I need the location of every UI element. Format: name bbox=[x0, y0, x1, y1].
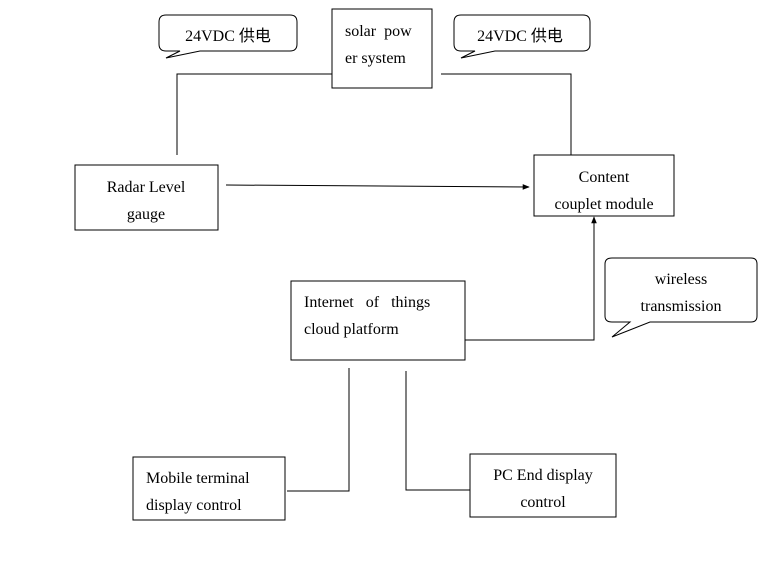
power-line-left bbox=[176, 73, 332, 155]
node-module-line1: Content bbox=[579, 169, 630, 186]
node-radar-level-gauge: Radar Level gauge bbox=[74, 164, 219, 231]
node-pc-line1: PC End display bbox=[493, 467, 593, 484]
node-module-line2: couplet module bbox=[554, 196, 653, 213]
line-iot-to-mobile bbox=[287, 368, 350, 492]
node-radar-line2: gauge bbox=[127, 206, 165, 223]
node-mobile-terminal: Mobile terminal display control bbox=[132, 456, 286, 521]
node-pc-end-display: PC End display control bbox=[469, 453, 617, 518]
callout-wireless: wireless transmission bbox=[604, 257, 758, 338]
node-content-couplet-module: Content couplet module bbox=[533, 154, 675, 217]
node-solar-power-system: solar pow er system bbox=[331, 8, 433, 89]
callout-power-left-text: 24VDC 供电 bbox=[185, 27, 271, 45]
node-iot-cloud-platform: Internet of things cloud platform bbox=[290, 280, 466, 361]
callout-power-right: 24VDC 供电 bbox=[453, 14, 591, 59]
node-mobile-line2: display control bbox=[146, 497, 242, 514]
node-mobile-line1: Mobile terminal bbox=[146, 470, 250, 487]
callout-wireless-line2: transmission bbox=[641, 298, 722, 315]
node-solar-line2: er system bbox=[345, 50, 406, 67]
power-line-right bbox=[441, 73, 572, 155]
node-pc-line2: control bbox=[520, 494, 566, 511]
node-solar-line1: solar pow bbox=[345, 23, 412, 40]
callout-power-right-text: 24VDC 供电 bbox=[477, 27, 563, 45]
node-iot-line2: cloud platform bbox=[304, 321, 399, 338]
line-iot-to-pc bbox=[405, 371, 470, 491]
arrow-radar-to-module bbox=[225, 184, 530, 190]
node-iot-line1: Internet of things bbox=[304, 294, 430, 311]
node-radar-line1: Radar Level bbox=[107, 179, 186, 196]
arrow-wireless-link bbox=[455, 216, 597, 343]
callout-power-left: 24VDC 供电 bbox=[158, 14, 298, 59]
callout-wireless-line1: wireless bbox=[655, 271, 707, 288]
